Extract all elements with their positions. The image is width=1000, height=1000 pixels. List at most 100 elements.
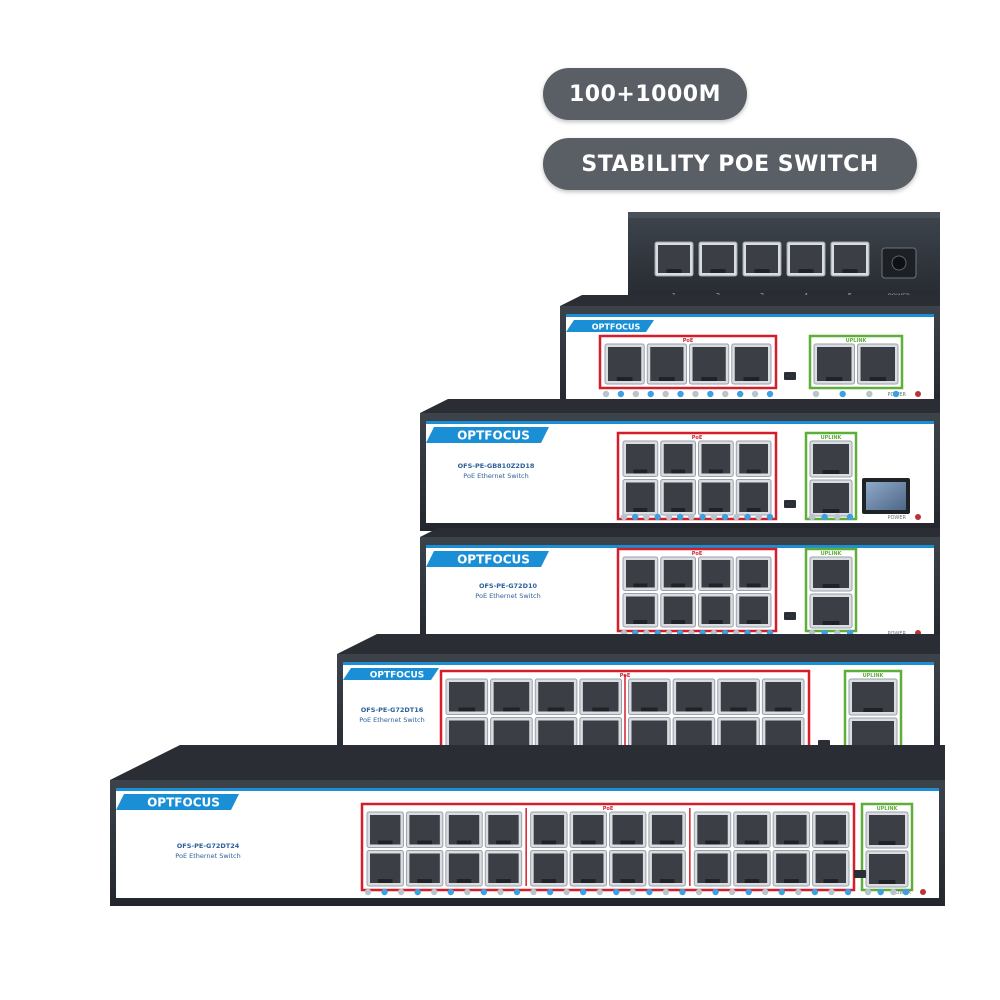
poe-port	[484, 811, 523, 848]
poe-port	[660, 556, 696, 591]
status-led	[464, 888, 471, 896]
status-led	[646, 888, 653, 896]
port-latch	[878, 880, 896, 884]
port-latch	[456, 879, 472, 883]
port-latch	[746, 620, 761, 624]
status-led	[397, 888, 405, 896]
port-socket	[813, 560, 849, 588]
port-socket	[739, 482, 768, 512]
port-socket	[573, 853, 604, 883]
status-led	[745, 888, 752, 896]
switch-sw-5-port: 12345POWER	[628, 212, 940, 310]
status-led	[755, 513, 762, 521]
poe-port	[569, 850, 607, 887]
port-latch	[581, 879, 596, 883]
poe-port	[646, 343, 687, 385]
port-latch	[666, 269, 682, 273]
port-latch	[417, 840, 432, 845]
uplink-group-frame	[808, 334, 904, 390]
port-latch	[592, 707, 610, 712]
poe-port	[693, 811, 732, 848]
port-socket	[409, 853, 440, 883]
status-led	[812, 390, 820, 398]
port-latch	[701, 377, 717, 381]
panel-accent	[426, 421, 934, 424]
poe-port	[366, 811, 404, 848]
port-socket	[813, 444, 849, 474]
status-led	[692, 390, 699, 398]
poe-port	[622, 479, 659, 516]
port-socket	[449, 682, 485, 712]
status-led	[364, 888, 372, 896]
status-led	[679, 888, 686, 896]
poe-port	[628, 678, 671, 715]
status-led	[866, 390, 873, 398]
poe-port	[622, 593, 659, 628]
port-latch	[878, 841, 896, 845]
port-latch	[869, 377, 886, 381]
port-socket	[626, 596, 655, 624]
port-latch	[746, 469, 761, 474]
poe-port	[660, 593, 696, 628]
uplink-label: UPLINK	[846, 338, 868, 344]
uplink-port	[809, 440, 853, 478]
brand-banner	[343, 668, 439, 680]
port-latch	[705, 879, 720, 883]
status-led	[643, 513, 650, 521]
poe-port	[772, 850, 811, 887]
port-socket	[533, 815, 565, 845]
power-led	[920, 889, 926, 895]
status-led	[662, 888, 670, 896]
poe-group-frame	[598, 334, 778, 390]
brand-banner	[566, 320, 654, 332]
status-led	[632, 390, 640, 398]
poe-label: PoE	[692, 551, 703, 557]
poe-port	[717, 678, 760, 715]
status-led	[811, 888, 819, 896]
status-led	[864, 888, 872, 896]
status-led	[497, 888, 504, 896]
status-led	[662, 390, 669, 398]
model-number: OFS-PE-GB810Z2D18	[458, 462, 535, 470]
port-latch	[541, 879, 557, 883]
status-led	[513, 888, 521, 896]
panel-accent	[343, 662, 934, 665]
port-socket	[736, 853, 768, 883]
port-latch	[826, 377, 843, 381]
port-latch	[823, 879, 839, 883]
uplink-group-frame	[804, 547, 858, 633]
uplink-label: UPLINK	[821, 551, 843, 557]
port-latch	[456, 840, 472, 845]
status-led	[892, 390, 900, 398]
port-latch	[746, 583, 761, 588]
status-led	[563, 888, 570, 896]
port-socket	[815, 815, 846, 845]
reset-button	[784, 500, 796, 508]
poe-port	[530, 811, 568, 848]
poe-port	[698, 593, 734, 628]
port-latch	[708, 469, 723, 474]
brand-logo: OPTFOCUS	[457, 552, 530, 566]
port-latch	[496, 879, 511, 883]
port-socket	[448, 853, 480, 883]
port-latch	[377, 840, 393, 845]
poe-port	[405, 811, 444, 848]
port-socket	[663, 444, 693, 474]
status-led	[447, 888, 454, 896]
status-led	[530, 888, 537, 896]
status-led	[617, 390, 625, 398]
status-led	[808, 513, 816, 521]
status-led	[721, 513, 729, 521]
port-socket	[626, 482, 655, 512]
status-led	[699, 513, 706, 521]
port-socket	[813, 597, 849, 625]
poe-label: PoE	[683, 338, 694, 344]
poe-port	[733, 850, 771, 887]
power-jack	[891, 255, 907, 271]
port-socket	[739, 596, 768, 624]
port-latch	[547, 707, 565, 712]
status-led	[677, 390, 684, 398]
status-led	[846, 513, 854, 521]
status-led	[722, 390, 729, 398]
status-led	[654, 513, 661, 521]
